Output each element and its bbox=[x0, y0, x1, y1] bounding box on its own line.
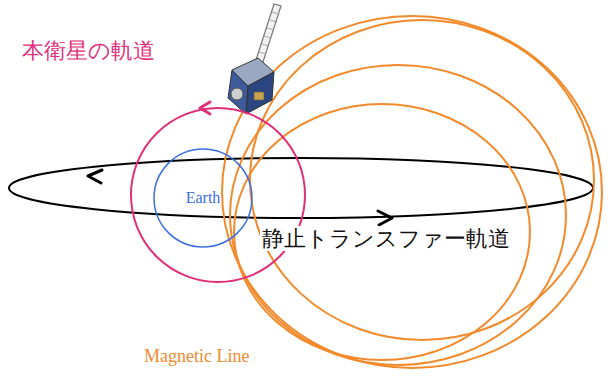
magnetic-label: Magnetic Line bbox=[142, 346, 251, 367]
orbit-circle: 本衛星の軌道Earth bbox=[130, 107, 306, 283]
orbit-arrowhead bbox=[378, 211, 392, 225]
orbit-arrowhead bbox=[88, 170, 102, 183]
orbit-heading: 本衛星の軌道 bbox=[22, 38, 155, 63]
magnetic-lines bbox=[222, 16, 602, 368]
earth-circle: Earth bbox=[153, 148, 253, 248]
satellite bbox=[228, 4, 281, 114]
orbit-label: 静止トランスファー軌道 bbox=[260, 226, 512, 251]
earth-label: Earth bbox=[186, 189, 221, 207]
